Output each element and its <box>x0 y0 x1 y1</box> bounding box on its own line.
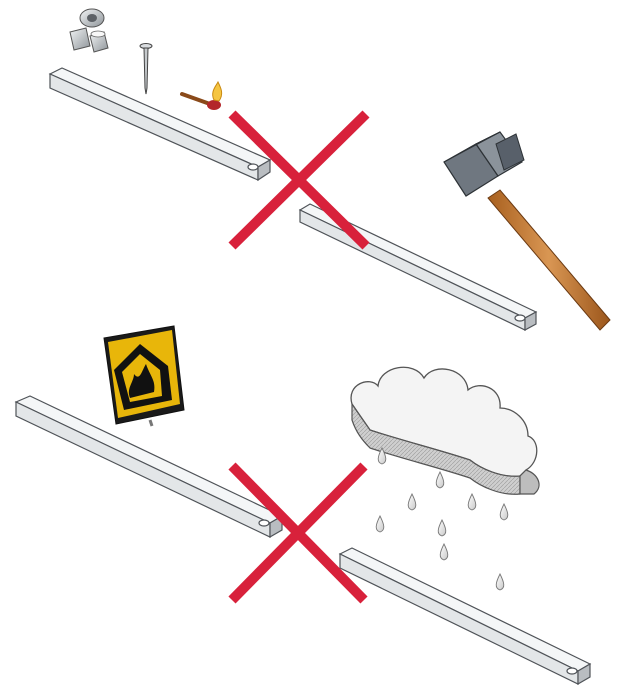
prohibited-cross-bottom <box>232 466 364 600</box>
bottom-panel <box>16 326 590 684</box>
match-icon <box>182 82 222 110</box>
prohibited-cross-top <box>232 114 366 246</box>
bolts-icon <box>70 9 108 52</box>
metal-bar-2 <box>300 204 536 330</box>
top-panel <box>50 9 610 330</box>
metal-bar-4 <box>340 548 590 684</box>
flammable-warning-icon <box>104 326 184 426</box>
nail-icon <box>140 44 152 95</box>
rain-cloud-icon <box>351 367 539 494</box>
